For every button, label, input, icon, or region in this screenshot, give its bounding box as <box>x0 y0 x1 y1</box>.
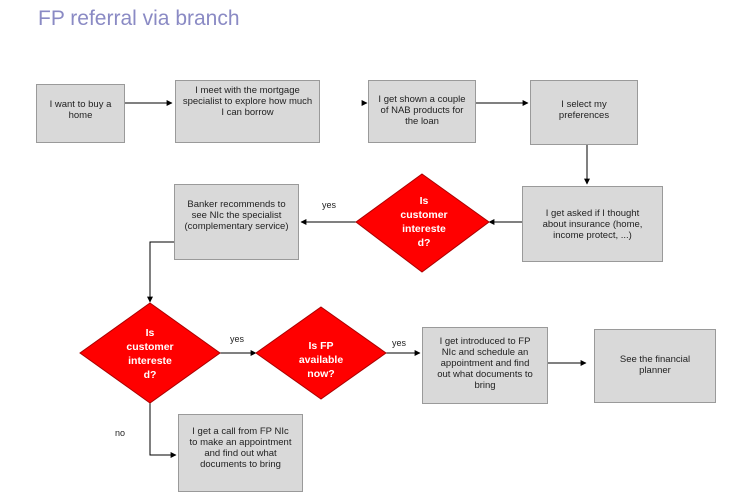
d2-line-4: d? <box>144 369 157 381</box>
decision-fp-available <box>255 306 387 400</box>
box-introduced-fp-label: I get introduced to FP NIc and schedule … <box>437 336 533 391</box>
box-select-preferences-label: I select my preferences <box>558 99 610 121</box>
d3-line-2: available <box>299 354 344 366</box>
box-call-from-fp-label: I get a call from FP NIc to make an appo… <box>189 426 292 470</box>
d3-line-3: now? <box>307 368 334 380</box>
box-see-planner-label: See the financial planner <box>619 354 691 376</box>
d1-line-2: customer <box>400 209 447 221</box>
box-meet-specialist-label: I meet with the mortgage specialist to e… <box>182 85 313 118</box>
d3-line-1: Is FP <box>308 340 333 352</box>
box-asked-insurance: I get asked if I thought about insurance… <box>522 186 663 262</box>
box-asked-insurance-label: I get asked if I thought about insurance… <box>542 208 643 241</box>
box-see-planner: See the financial planner <box>594 329 716 403</box>
box-shown-products: I get shown a couple of NAB products for… <box>368 80 476 143</box>
arrow-d2-to-call <box>149 402 177 458</box>
page-title: FP referral via branch <box>38 7 240 30</box>
box-buy-home-label: I want to buy a home <box>49 99 112 121</box>
d1-line-3: intereste <box>402 223 446 235</box>
d1-line-1: Is <box>420 195 429 207</box>
d2-line-3: intereste <box>128 355 172 367</box>
edge-label-no-d2: no <box>115 428 125 438</box>
decision-customer-interested-2 <box>79 302 221 404</box>
box-introduced-fp: I get introduced to FP NIc and schedule … <box>422 327 548 404</box>
d1-line-4: d? <box>418 237 431 249</box>
box-meet-specialist: I meet with the mortgage specialist to e… <box>175 80 320 143</box>
d2-line-2: customer <box>126 341 173 353</box>
edge-label-yes-d2: yes <box>230 334 245 344</box>
arrow-banker-to-d2 <box>147 241 174 303</box>
box-select-preferences: I select my preferences <box>530 80 638 145</box>
box-shown-products-label: I get shown a couple of NAB products for… <box>378 94 466 127</box>
edge-label-yes-d3: yes <box>392 338 407 348</box>
d2-line-1: Is <box>146 327 155 339</box>
edge-label-yes-d1: yes <box>322 200 337 210</box>
box-banker-recommends: Banker recommends to see NIc the special… <box>174 184 299 260</box>
box-buy-home: I want to buy a home <box>36 84 125 143</box>
box-banker-recommends-label: Banker recommends to see NIc the special… <box>184 199 289 232</box>
decision-customer-interested-1 <box>355 173 490 273</box>
box-call-from-fp: I get a call from FP NIc to make an appo… <box>178 414 303 492</box>
